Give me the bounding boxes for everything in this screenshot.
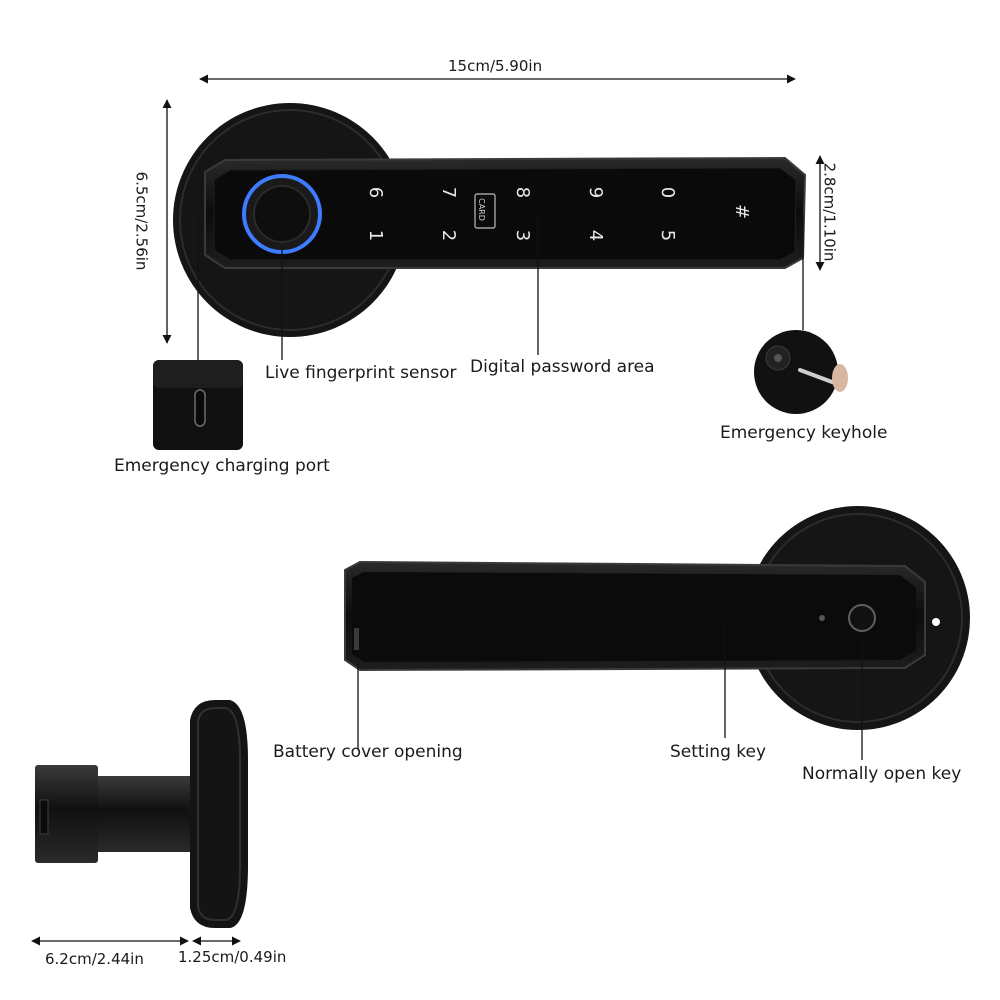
key-9[interactable]: 9 [585, 186, 607, 199]
rose-height-dimension: 6.5cm/2.56in [132, 171, 151, 271]
keyhole-inset [754, 330, 848, 414]
cylinder-tip [35, 765, 98, 863]
key-1[interactable]: 1 [365, 229, 387, 242]
key-8[interactable]: 8 [512, 186, 534, 199]
key-2[interactable]: 2 [438, 229, 460, 242]
key-5[interactable]: 5 [657, 229, 679, 242]
keyhole-label: Emergency keyhole [720, 423, 888, 443]
spindle-length-dimension: 6.2cm/2.44in [45, 950, 144, 968]
key-4[interactable]: 4 [585, 229, 607, 242]
charging-port-inset [153, 360, 243, 450]
card-label: CARD [476, 198, 486, 221]
password-area-label: Digital password area [470, 357, 655, 377]
side-rose [190, 700, 248, 928]
setting-key[interactable] [819, 615, 825, 621]
handle-height-dimension: 2.8cm/1.10in [820, 162, 839, 262]
key-6[interactable]: 6 [365, 186, 387, 199]
battery-cover-slot [354, 628, 359, 650]
charging-port-label: Emergency charging port [114, 456, 330, 476]
keyhole [774, 354, 782, 362]
key-0[interactable]: 0 [657, 186, 679, 199]
normally-open-key-label: Normally open key [802, 764, 962, 784]
setting-key-label: Setting key [670, 742, 767, 762]
usb-c-port [194, 389, 206, 427]
fingerprint-sensor-label: Live fingerprint sensor [265, 363, 457, 383]
key-3[interactable]: 3 [512, 229, 534, 242]
card-reader [474, 193, 496, 229]
length-dimension: 15cm/5.90in [448, 57, 543, 75]
key-7[interactable]: 7 [438, 186, 460, 199]
key-hash[interactable]: # [731, 203, 753, 220]
battery-cover-label: Battery cover opening [273, 742, 463, 762]
side-view [35, 700, 248, 928]
spindle [98, 776, 194, 852]
normally-open-key[interactable] [848, 604, 876, 632]
back-view [344, 506, 970, 730]
rose-thickness-dimension: 1.25cm/0.49in [178, 948, 287, 966]
front-view [173, 103, 807, 337]
